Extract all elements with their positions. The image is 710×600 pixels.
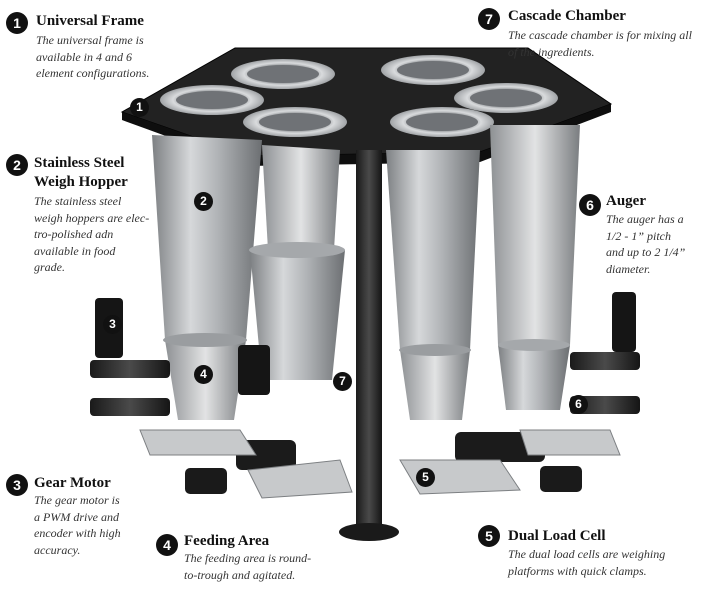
pin-weigh-hopper: 2 bbox=[194, 192, 213, 211]
badge-2: 2 bbox=[6, 154, 28, 176]
callout-title: Feeding Area bbox=[184, 533, 270, 549]
pin-universal-frame: 1 bbox=[130, 98, 149, 117]
right-hoppers bbox=[386, 125, 580, 420]
callout-title: Stainless Steel bbox=[34, 155, 125, 171]
badge-4: 4 bbox=[156, 534, 178, 556]
badge-5: 5 bbox=[478, 525, 500, 547]
pin-cascade-chamber: 7 bbox=[333, 372, 352, 391]
callout-title-line-2: Weigh Hopper bbox=[34, 174, 128, 190]
load-cell-platforms bbox=[139, 429, 621, 499]
badge-1: 1 bbox=[6, 12, 28, 34]
callout-title: Gear Motor bbox=[34, 475, 111, 491]
badge-7: 7 bbox=[478, 8, 500, 30]
left-hoppers bbox=[152, 135, 345, 420]
callout-title: Auger bbox=[606, 193, 646, 209]
callout-title: Universal Frame bbox=[36, 13, 144, 29]
frame-feet bbox=[185, 466, 582, 494]
pin-auger: 6 bbox=[569, 395, 588, 414]
pin-feeding-area: 4 bbox=[194, 365, 213, 384]
central-column bbox=[356, 150, 382, 530]
hopper-openings bbox=[160, 55, 558, 137]
pin-gear-motor: 3 bbox=[103, 315, 122, 334]
callout-title: Cascade Chamber bbox=[508, 8, 626, 24]
badge-6: 6 bbox=[579, 194, 601, 216]
callout-description: The feeding area is round-to-trough and … bbox=[184, 551, 312, 582]
pin-dual-load-cell: 5 bbox=[416, 468, 435, 487]
callout-title: Dual Load Cell bbox=[508, 528, 606, 544]
badge-3: 3 bbox=[6, 474, 28, 496]
